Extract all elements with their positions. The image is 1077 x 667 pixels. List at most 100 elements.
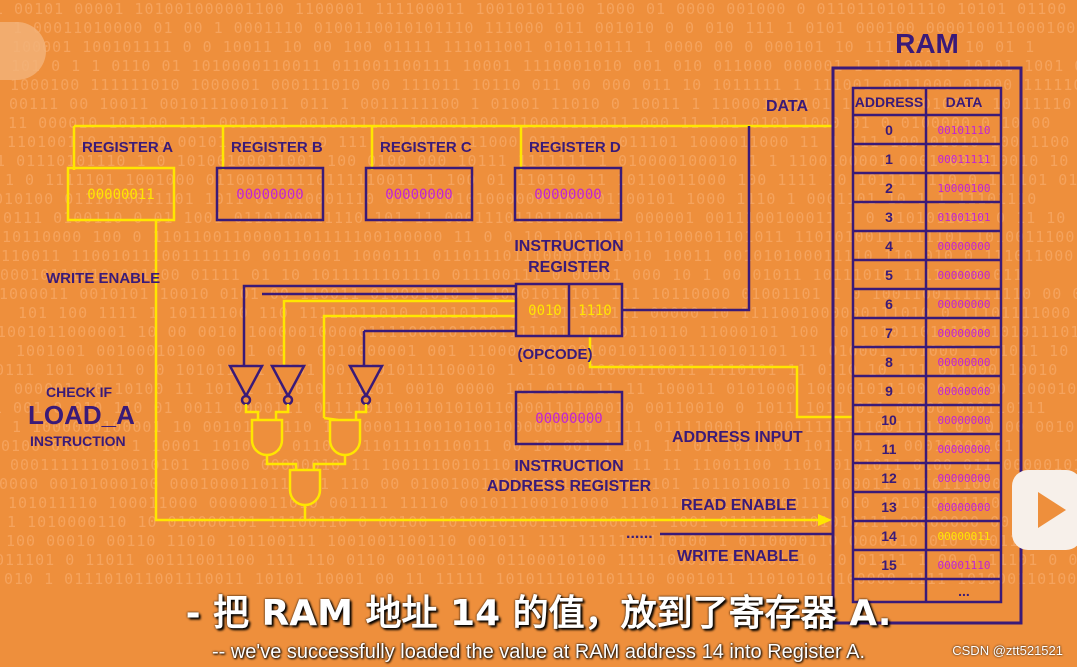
address-input-label: ADDRESS INPUT (672, 429, 803, 446)
ram-address-cell: 3 (885, 209, 893, 225)
binary-row: 10000 00101000100 0001000110110101 110 0… (0, 475, 1072, 493)
ram-data-cell: 00000000 (938, 414, 991, 427)
write-enable-dots: ...... (626, 525, 653, 542)
ram-address-cell: 14 (881, 528, 897, 544)
ram-address-cell: 0 (885, 122, 893, 138)
iar-label-2: ADDRESS REGISTER (487, 478, 652, 495)
register-b-value: 00000000 (236, 187, 303, 203)
binary-row: 1000011 0010101 10010 0101 00 110011 010… (0, 285, 1077, 303)
binary-row: 101 100 1111 1 10111100 110 11111011010 … (18, 304, 1071, 322)
ram-address-cell: 10 (881, 412, 897, 428)
ram-address-cell: 5 (885, 267, 893, 283)
ram-address-cell: 12 (881, 470, 897, 486)
ram-address-cell: 13 (881, 499, 897, 515)
binary-row: 110100110 111110 00101 101110110 111 1 1… (7, 133, 1077, 151)
play-button-icon[interactable] (1012, 470, 1077, 550)
ram-data-cell: 00000000 (938, 356, 991, 369)
instruction-address-register: 00000000 INSTRUCTION ADDRESS REGISTER (487, 390, 652, 495)
binary-row: 1 00010111010 001100 01111 01 10 1011111… (0, 266, 1023, 284)
binary-row: 1001011000001 10 00 0010 100000100000111… (0, 323, 1077, 341)
binary-row: 0110110000 100 0 11011001100001101111100… (0, 228, 1075, 246)
ram-data-cell: 00011111 (938, 153, 991, 166)
ram-data-cell: 00000000 (938, 240, 991, 253)
binary-row: 101 0 1 1 0110 01 1010000110011 01100110… (11, 57, 1077, 75)
write-enable-left-label: WRITE ENABLE (46, 270, 160, 287)
ram-col-data: DATA (946, 94, 983, 110)
instruction-register: INSTRUCTION REGISTER 0010 1110 (OPCODE) (514, 238, 623, 363)
binary-row: 000001 10 10100 11 101 1 11 010 111101 0… (14, 380, 1077, 398)
ram-data-cell: 00000000 (938, 298, 991, 311)
binary-row: 100 00010 00110 11010 101100111 10010011… (6, 532, 1077, 550)
binary-row: 0011101 0 11011 00111001100 111 110 0110… (0, 551, 1077, 569)
purple-wires (242, 126, 832, 536)
register-d-value: 00000000 (534, 187, 601, 203)
instruction-label: INSTRUCTION (30, 433, 126, 449)
logic-gates (227, 364, 385, 520)
ram-title: RAM (895, 28, 959, 59)
binary-row: 0 100001 100101111 0 0 10011 10 00 100 0… (0, 38, 1035, 56)
binary-row: 00111 00 10011 0010111001011 011 1 00111… (9, 95, 1072, 113)
ram-data-cell: 00000000 (938, 472, 991, 485)
iar-label-1: INSTRUCTION (514, 458, 623, 475)
instruction-register-label-2: REGISTER (528, 259, 610, 276)
ram-data-cell: 10000100 (938, 182, 991, 195)
csdn-watermark: CSDN @ztt521521 (952, 643, 1063, 658)
pbs-logo-icon (0, 22, 46, 80)
binary-row: 000111111010010101 11000 00000010 11 100… (10, 456, 1077, 474)
ram-data-cell: 00000000 (938, 269, 991, 282)
instruction-register-label-1: INSTRUCTION (514, 238, 623, 255)
register-d-label: REGISTER D (529, 139, 621, 156)
register-a-value: 00000011 (87, 187, 154, 203)
binary-row: 00100 0100 10 1 10001 1010011 011010 110… (0, 437, 1014, 455)
check-if-label: CHECK IF (46, 384, 113, 400)
binary-row: 0 1000100 111111010 1000001 000111010 00… (0, 76, 1077, 94)
ram-address-cell: 8 (885, 354, 893, 370)
register-b: REGISTER B 00000000 (215, 139, 325, 222)
ram-address-cell: 1 (885, 151, 893, 167)
binary-row: 0111 101 0011 0 0 1010111 1 1001 00 1101… (0, 361, 1058, 379)
register-c-label: REGISTER C (380, 139, 472, 156)
binary-row: 101011110 100011000 00000011010 001111 1… (8, 494, 1071, 512)
opcode-caption: (OPCODE) (518, 346, 593, 363)
operand-value: 1110 (578, 303, 612, 319)
wires (72, 124, 852, 522)
ram-data-cell: 00000000 (938, 327, 991, 340)
binary-row: 01 01110101110 1 0 10100100011001 100 01… (0, 152, 1069, 170)
binary-row: 0 11 000010 101100 111 0010101 001001110… (0, 114, 1051, 132)
ram-data-cell: 01001101 (938, 211, 991, 224)
ram-data-cell: 00101110 (938, 124, 991, 137)
register-b-label: REGISTER B (231, 139, 323, 156)
ram-address-cell: 2 (885, 180, 893, 196)
read-enable-label: READ ENABLE (681, 497, 797, 514)
ram-col-address: ADDRESS (855, 94, 923, 110)
binary-row: 010 1 011101011001110011 10101 10001 00 … (4, 570, 1077, 588)
ram-rows: 0 00101110 1 00011111 2 10000100 3 01001101 4 000… (853, 122, 1001, 581)
binary-row: 1001001 00100010100 00 1 00 0 0010000001… (16, 342, 1069, 360)
ram-data-cell: 00001110 (938, 559, 991, 572)
binary-row: 1 1 1010000110 10 010000101 11100110 0 0… (0, 513, 1070, 531)
iar-value: 00000000 (535, 411, 602, 427)
binary-row: 1 001 0 010 110 01 0011 0000111 01111011… (0, 399, 1046, 417)
opcode-value: 0010 (528, 303, 562, 319)
register-a: REGISTER A 00000011 (66, 139, 176, 222)
binary-row: 1 0 1111101 1001000 01100101111011111001… (5, 171, 1077, 189)
ram-address-cell: 7 (885, 325, 893, 341)
binary-row: 1010100 0111010011101 1011 01 110001110 … (0, 190, 1037, 208)
binary-row: 1 00011010000 01 00 1 0001110 0100110010… (13, 19, 1077, 37)
write-enable-right-label: WRITE ENABLE (677, 548, 799, 565)
ram-address-cell: 9 (885, 383, 893, 399)
ram-address-cell: 11 (882, 441, 897, 457)
ram-data-cell: 00000000 (938, 501, 991, 514)
ram-data-cell: 00000011 (938, 530, 991, 543)
register-a-label: REGISTER A (82, 139, 173, 156)
ram-more: ... (958, 583, 970, 599)
binary-row: 0111 0100110 0 01 1001 0110100011110 101… (3, 209, 1066, 227)
ram-address-cell: 4 (885, 238, 893, 254)
binary-row: 1 00101 00001 101001000001100 1100001 11… (0, 0, 1067, 18)
ram-address-cell: 6 (885, 296, 893, 312)
subtitle-english: -- we've successfully loaded the value a… (211, 641, 866, 663)
read-enable-arrow (818, 514, 832, 526)
register-c: REGISTER C 00000000 (364, 139, 474, 222)
